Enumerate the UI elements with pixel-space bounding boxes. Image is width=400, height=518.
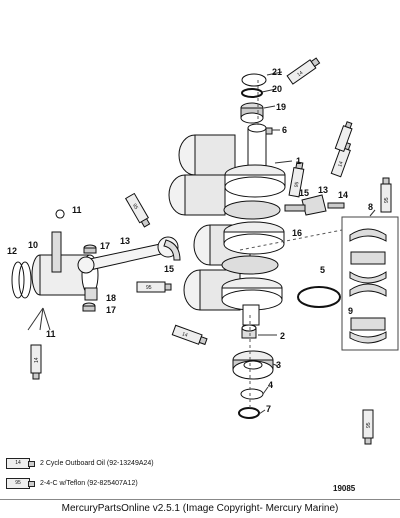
part-17-washer-top xyxy=(83,244,97,254)
callout-2: 2 xyxy=(280,331,285,341)
tube-14-mid-right xyxy=(334,121,353,153)
callout-6: 6 xyxy=(282,125,287,135)
part-20-oring xyxy=(241,88,263,98)
crankshaft xyxy=(221,123,286,326)
callout-20: 20 xyxy=(272,84,282,94)
callout-11a: 11 xyxy=(72,205,82,215)
tube-95-right: 95 xyxy=(288,161,305,198)
callout-3: 3 xyxy=(276,360,281,370)
part-8-bearings xyxy=(349,228,387,344)
callout-17a: 17 xyxy=(100,241,110,251)
tube-95-bottom-right: 95 xyxy=(362,409,374,445)
legend-teflon: 95 2-4-C w/Teflon (92-825407A12) xyxy=(6,478,138,489)
part-12-piston-rings xyxy=(11,261,32,299)
callout-15a: 15 xyxy=(299,188,309,198)
callout-8: 8 xyxy=(368,202,373,212)
callout-15b: 15 xyxy=(164,264,174,274)
leader-lines xyxy=(27,71,376,415)
lubricant-tubes: 14 14 95 95 95 95 14 14 xyxy=(30,57,392,445)
part-3-ball-bearing xyxy=(232,350,274,380)
callouts: 21 20 19 6 1 13 15 14 16 8 5 9 2 3 4 7 1… xyxy=(7,67,373,414)
grease-tube-icon: 95 xyxy=(6,478,35,489)
tube-14-top: 14 xyxy=(286,57,321,85)
part-5-retaining-ring xyxy=(297,286,341,308)
part-18-needle-bearing xyxy=(84,287,98,301)
callout-13b: 13 xyxy=(120,236,130,246)
callout-9: 9 xyxy=(348,306,353,316)
part-13-rod-cap-right xyxy=(301,194,327,216)
part-4-washer xyxy=(240,388,264,400)
svg-text:14: 14 xyxy=(296,70,304,78)
part-21-ring xyxy=(241,73,267,87)
tube-95-far-right: 95 xyxy=(380,177,392,213)
callout-7: 7 xyxy=(266,404,271,414)
callout-4: 4 xyxy=(268,380,273,390)
part-19-bearing xyxy=(240,102,264,124)
svg-text:95: 95 xyxy=(146,285,152,291)
callout-11b: 11 xyxy=(46,329,56,339)
tube-95-middle: 95 xyxy=(136,281,172,293)
part-14-bolt xyxy=(327,202,345,209)
svg-text:14: 14 xyxy=(34,357,40,363)
svg-text:95: 95 xyxy=(366,422,372,428)
svg-text:14: 14 xyxy=(181,331,188,339)
tube-14-left: 14 xyxy=(30,344,42,380)
guide-lines xyxy=(239,80,343,410)
part-11-wrist-pin xyxy=(51,231,62,273)
footer-copyright: MercuryPartsOnline v2.5.1 (Image Copyrig… xyxy=(0,499,400,518)
tube-95-left: 95 xyxy=(124,192,151,228)
callout-5: 5 xyxy=(320,265,325,275)
callout-1: 1 xyxy=(296,156,301,166)
tube-14-bottom: 14 xyxy=(171,324,208,346)
svg-text:95: 95 xyxy=(384,197,390,203)
legend-oil: 14 2 Cycle Outboard Oil (92-13249A24) xyxy=(6,458,154,469)
part-11-clip xyxy=(55,209,65,219)
callout-10: 10 xyxy=(28,240,38,250)
figure-number: 19085 xyxy=(333,484,356,493)
svg-text:95: 95 xyxy=(294,181,301,188)
callout-19: 19 xyxy=(276,102,286,112)
callout-14: 14 xyxy=(338,190,348,200)
svg-text:14: 14 xyxy=(337,160,345,167)
part-6-key xyxy=(265,127,273,135)
part-7-ring xyxy=(238,407,260,419)
svg-text:95: 95 xyxy=(131,203,139,211)
callout-17b: 17 xyxy=(106,305,116,315)
cylinder-block xyxy=(168,134,251,311)
legend-teflon-text: 2-4-C w/Teflon (92-825407A12) xyxy=(40,480,138,487)
part-16-bolt xyxy=(284,204,306,212)
oil-tube-icon: 14 xyxy=(6,458,35,469)
callout-18: 18 xyxy=(106,293,116,303)
legend-oil-text: 2 Cycle Outboard Oil (92-13249A24) xyxy=(40,460,154,467)
part-15-rod-cap xyxy=(163,239,181,261)
callout-21: 21 xyxy=(272,67,282,77)
callout-16: 16 xyxy=(292,228,302,238)
callout-12: 12 xyxy=(7,246,17,256)
part-17-washer-bottom xyxy=(82,302,96,312)
part-8-bearing-kit-box xyxy=(341,216,399,351)
part-2-bushing xyxy=(241,324,257,339)
callout-13a: 13 xyxy=(318,185,328,195)
